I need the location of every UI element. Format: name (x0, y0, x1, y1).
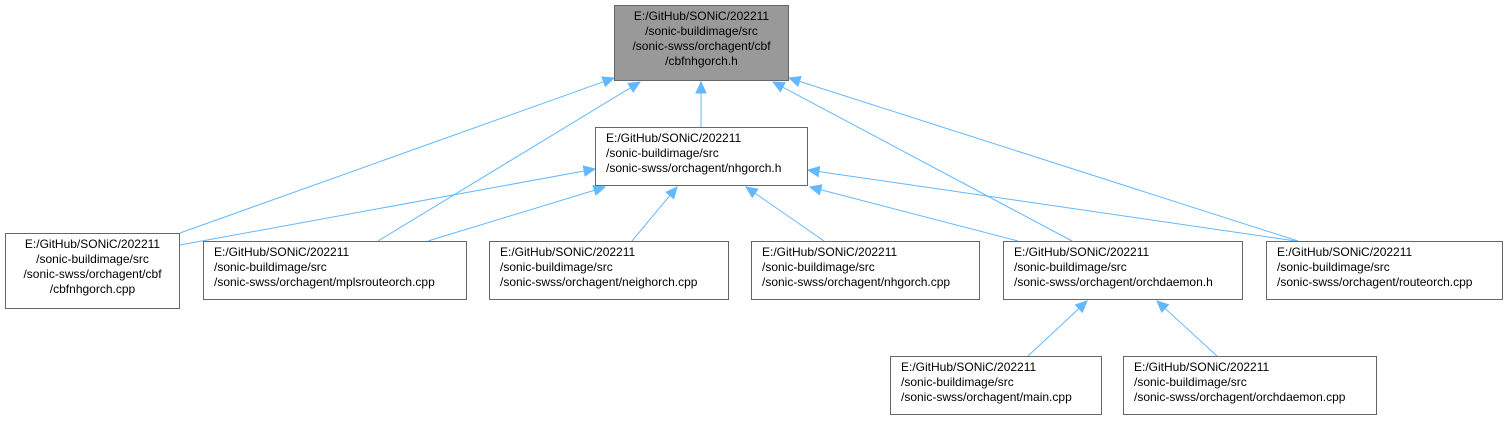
node-cbfnhgorch-cpp[interactable]: E:/GitHub/SONiC/202211 /sonic-buildimage… (5, 233, 180, 309)
node-line: /sonic-swss/orchagent/mplsrouteorch.cpp (214, 275, 435, 289)
arrowhead-icon (806, 165, 821, 178)
node-line: E:/GitHub/SONiC/202211 (1014, 245, 1150, 259)
edge-line (179, 81, 604, 234)
node-nhgorch-cpp[interactable]: E:/GitHub/SONiC/202211 /sonic-buildimage… (751, 241, 980, 300)
edge-orchdaemon-h-to-nhgorch-h (808, 184, 1019, 242)
edge-line (427, 189, 595, 242)
node-line: /cbfnhgorch.h (665, 54, 738, 68)
node-line: /sonic-swss/orchagent/nhgorch.h (606, 161, 782, 175)
edge-main-cpp-to-orchdaemon-h (1027, 300, 1088, 357)
node-line: /sonic-buildimage/src (214, 260, 327, 274)
arrowhead-icon (745, 186, 759, 199)
arrowhead-icon (627, 81, 642, 93)
edge-nhgorch-cpp-to-nhgorch-h (745, 186, 825, 242)
node-line: /sonic-buildimage/src (500, 260, 613, 274)
node-line: /sonic-swss/orchagent/orchdaemon.cpp (1134, 390, 1346, 404)
arrowhead-icon (1156, 300, 1170, 314)
node-orchdaemon-cpp[interactable]: E:/GitHub/SONiC/202211 /sonic-buildimage… (1123, 356, 1377, 415)
node-main-cpp[interactable]: E:/GitHub/SONiC/202211 /sonic-buildimage… (890, 356, 1102, 415)
edge-cbfnhgorch-cpp-to-cbfnhgorch-h (179, 76, 616, 234)
node-line: E:/GitHub/SONiC/202211 (901, 360, 1037, 374)
node-line: E:/GitHub/SONiC/202211 (214, 245, 350, 259)
edge-nhgorch-h-to-cbfnhgorch-h (695, 80, 707, 127)
node-line: E:/GitHub/SONiC/202211 (24, 237, 161, 251)
node-neighorch-cpp[interactable]: E:/GitHub/SONiC/202211 /sonic-buildimage… (489, 241, 729, 300)
edge-line (1164, 308, 1218, 357)
edge-orchdaemon-cpp-to-orchdaemon-h (1156, 300, 1218, 357)
node-line: /sonic-swss/orchagent/routeorch.cpp (1277, 275, 1473, 289)
edge-orchdaemon-h-to-cbfnhgorch-h (771, 81, 1073, 242)
node-orchdaemon-h[interactable]: E:/GitHub/SONiC/202211 /sonic-buildimage… (1003, 241, 1243, 300)
node-line: /sonic-swss/orchagent/orchdaemon.h (1014, 275, 1213, 289)
node-routeorch-cpp[interactable]: E:/GitHub/SONiC/202211 /sonic-buildimage… (1266, 241, 1503, 300)
node-line: /cbfnhgorch.cpp (49, 282, 136, 296)
edge-line (179, 170, 585, 246)
edge-line (754, 192, 825, 242)
node-line: /sonic-swss/orchagent/neighorch.cpp (500, 275, 698, 289)
node-line: /sonic-swss/orchagent/main.cpp (901, 390, 1072, 404)
node-line: /sonic-buildimage/src (645, 24, 758, 38)
edge-line (818, 171, 1297, 242)
edge-line (377, 87, 631, 242)
edge-line (799, 80, 1299, 242)
edge-routeorch-cpp-to-nhgorch-h (806, 165, 1297, 242)
node-line: /sonic-swss/orchagent/cbf (632, 39, 771, 53)
node-line: /sonic-swss/orchagent/nhgorch.cpp (762, 275, 951, 289)
node-line: E:/GitHub/SONiC/202211 (606, 131, 742, 145)
node-line: /sonic-buildimage/src (1134, 375, 1247, 389)
edge-routeorch-cpp-to-cbfnhgorch-h (787, 76, 1299, 242)
arrowhead-icon (1074, 300, 1088, 314)
arrowhead-icon (665, 186, 678, 200)
node-line: /sonic-buildimage/src (1277, 260, 1390, 274)
node-line: E:/GitHub/SONiC/202211 (500, 245, 636, 259)
edge-neighorch-cpp-to-nhgorch-h (631, 186, 678, 242)
arrowhead-icon (771, 81, 786, 93)
edge-mplsrouteorch-cpp-to-nhgorch-h (427, 184, 607, 242)
node-line: E:/GitHub/SONiC/202211 (633, 9, 770, 23)
node-nhgorch-h[interactable]: E:/GitHub/SONiC/202211 /sonic-buildimage… (595, 127, 808, 186)
node-line: /sonic-buildimage/src (606, 146, 719, 160)
node-line: /sonic-buildimage/src (762, 260, 875, 274)
arrowhead-icon (601, 76, 616, 88)
node-cbfnhgorch-h[interactable]: E:/GitHub/SONiC/202211 /sonic-buildimage… (614, 5, 789, 81)
node-line: /sonic-buildimage/src (36, 252, 149, 266)
edge-line (631, 195, 671, 242)
edge-mplsrouteorch-cpp-to-cbfnhgorch-h (377, 81, 642, 242)
arrowhead-icon (808, 184, 823, 196)
node-line: E:/GitHub/SONiC/202211 (1134, 360, 1270, 374)
node-mplsrouteorch-cpp[interactable]: E:/GitHub/SONiC/202211 /sonic-buildimage… (203, 241, 467, 300)
edge-cbfnhgorch-cpp-to-nhgorch-h (179, 165, 597, 246)
node-line: /sonic-buildimage/src (901, 375, 1014, 389)
arrowhead-icon (787, 76, 802, 88)
node-line: E:/GitHub/SONiC/202211 (762, 245, 898, 259)
node-line: /sonic-buildimage/src (1014, 260, 1127, 274)
arrowhead-icon (582, 165, 597, 177)
arrowhead-icon (592, 184, 607, 196)
node-line: E:/GitHub/SONiC/202211 (1277, 245, 1413, 259)
node-line: /sonic-swss/orchagent/cbf (23, 267, 162, 281)
edge-line (782, 86, 1073, 242)
edge-line (1027, 308, 1080, 357)
arrowhead-icon (695, 80, 707, 94)
edge-line (820, 189, 1019, 242)
